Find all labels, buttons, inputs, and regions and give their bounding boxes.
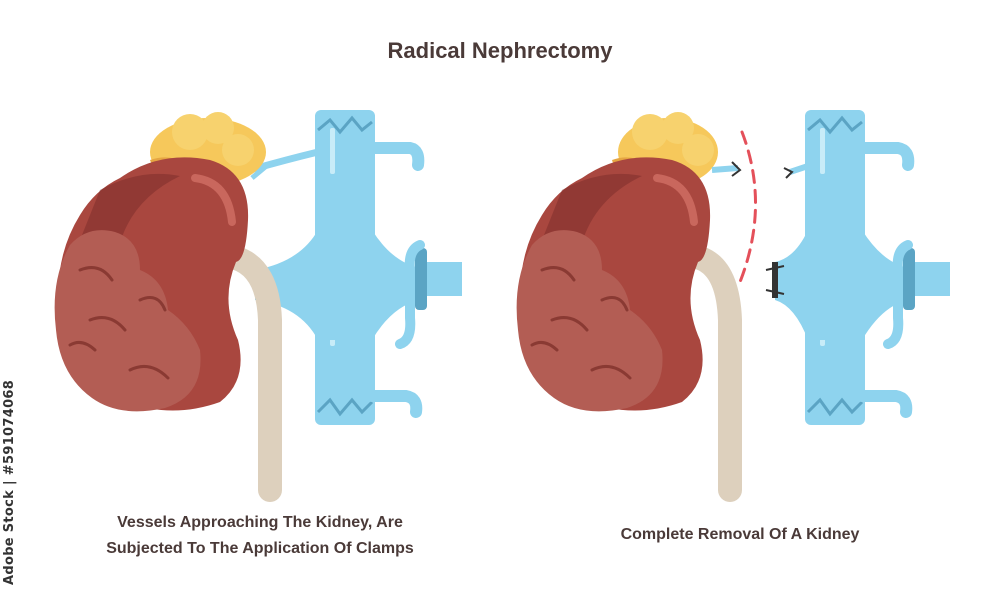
stock-watermark-id: Adobe Stock | #591074068: [2, 379, 17, 585]
left-caption-line-1: Vessels Approaching The Kidney, Are: [117, 514, 403, 531]
vena-cava-detached: [765, 110, 950, 425]
kidney-removed: [516, 157, 711, 412]
right-caption: Complete Removal Of A Kidney: [540, 522, 940, 548]
kidney: [54, 157, 249, 412]
right-panel: [516, 110, 950, 502]
cut-line: [738, 130, 757, 284]
vena-cava: [248, 110, 462, 425]
diagram-title: Radical Nephrectomy: [387, 38, 613, 63]
left-caption-line-2: Subjected To The Application Of Clamps: [106, 540, 414, 557]
right-caption-line-1: Complete Removal Of A Kidney: [620, 526, 860, 543]
ureter: [224, 246, 282, 502]
left-panel: [54, 110, 462, 502]
ureter-removed: [688, 246, 742, 502]
left-caption: Vessels Approaching The Kidney, Are Subj…: [60, 510, 460, 562]
